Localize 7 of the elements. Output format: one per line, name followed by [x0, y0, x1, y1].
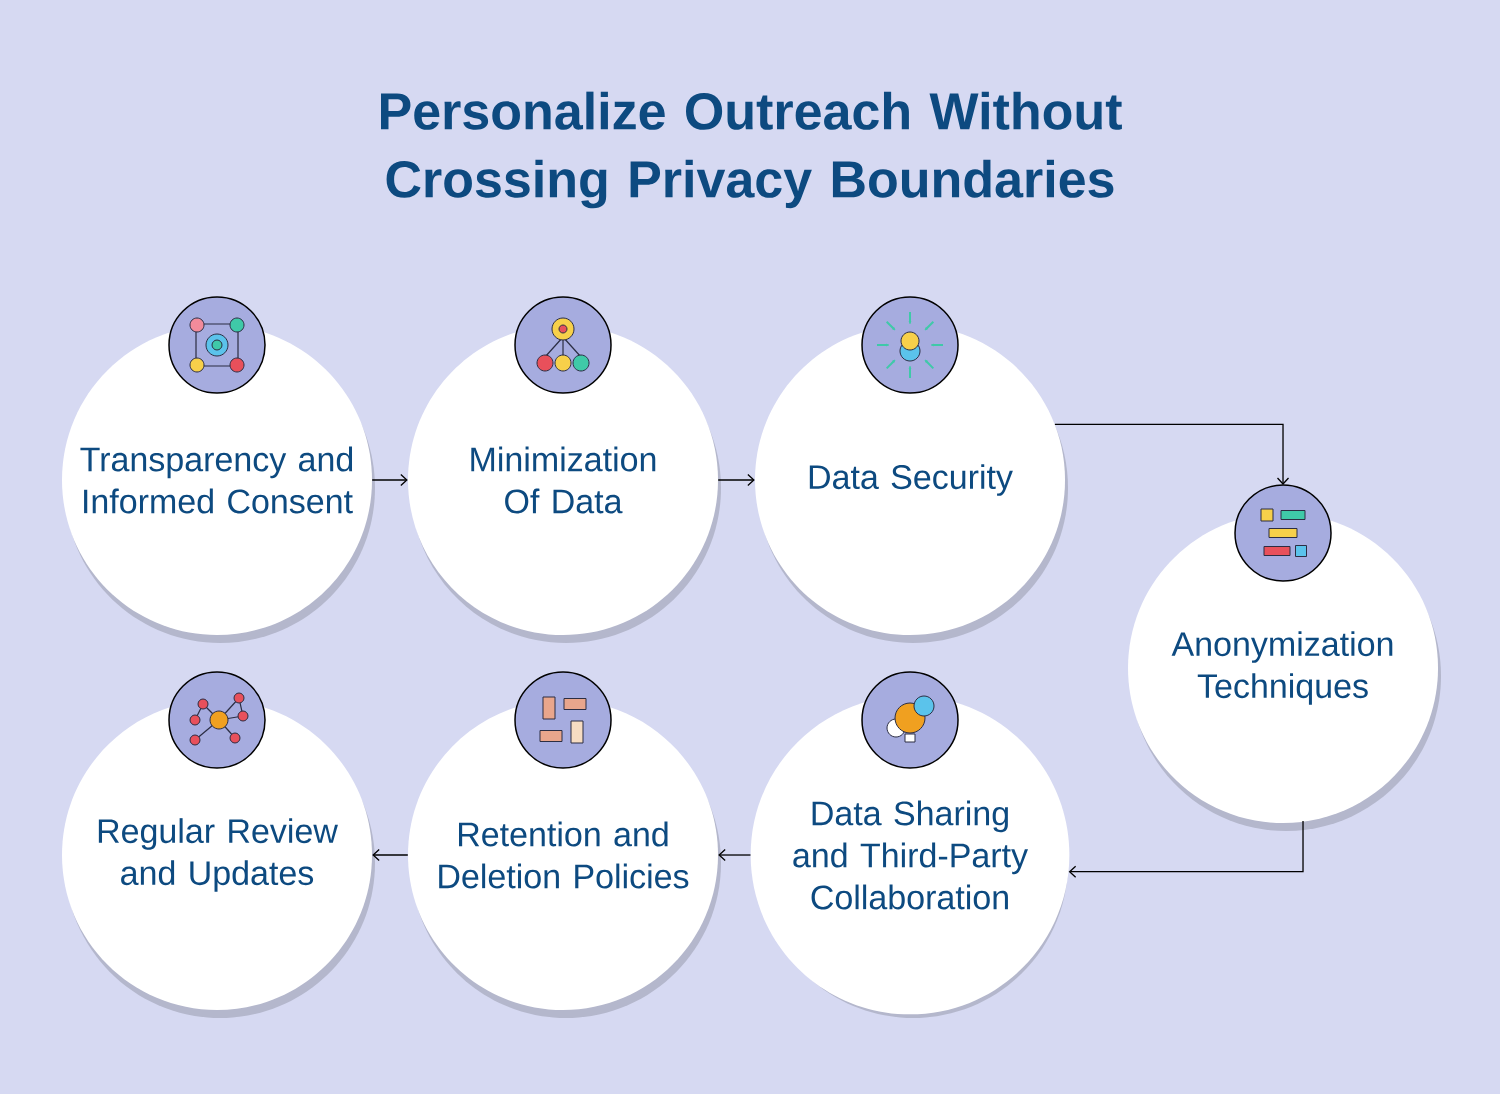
- arrow: [371, 473, 408, 487]
- arrow: [1068, 820, 1304, 878]
- arrow: [372, 848, 409, 862]
- arrow: [1054, 423, 1290, 485]
- arrow: [717, 473, 755, 487]
- title: Personalize Outreach Without Crossing Privacy Boundaries: [381, 91, 1122, 209]
- arrow: [718, 848, 752, 862]
